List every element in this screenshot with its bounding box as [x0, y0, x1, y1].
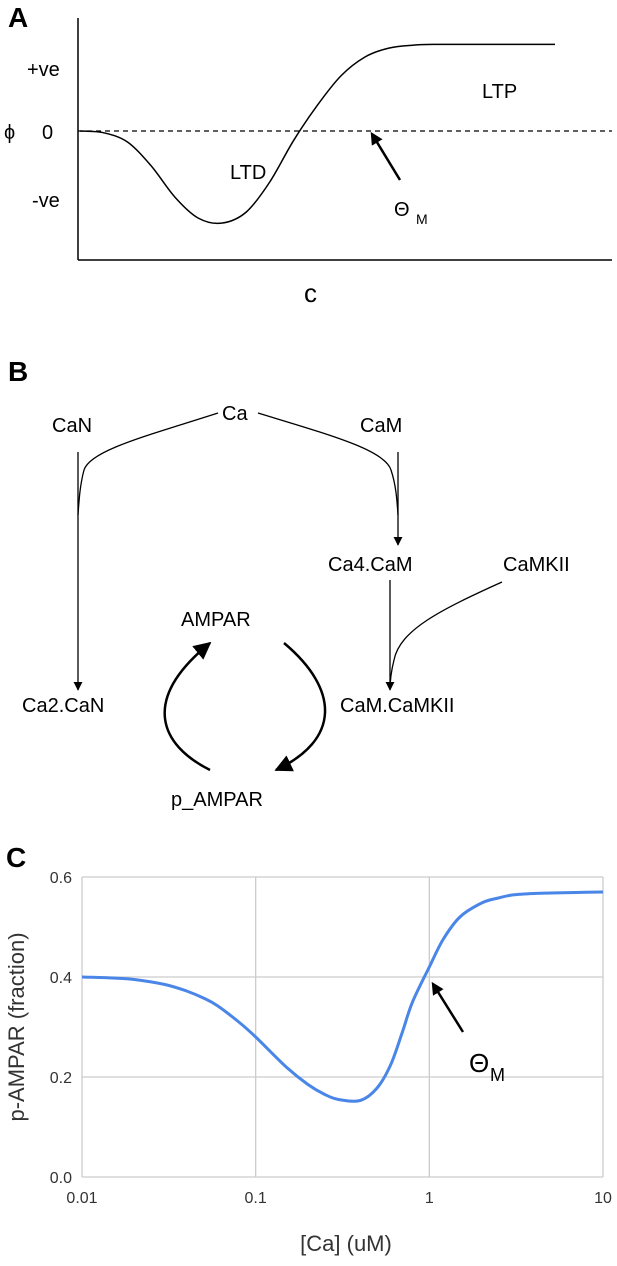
panel-a-ltd-label: LTD: [230, 162, 266, 184]
panel-a-tick-pos: +ve: [27, 59, 60, 81]
panel-a-tick-neg: -ve: [32, 190, 60, 212]
panel-a-letter: A: [8, 2, 28, 33]
node-cam: CaM: [360, 415, 402, 437]
panel-c: C 0.01 0.1 1 10 0.0 0.2 0.4 0.6 [Ca] (uM) p-AMP…: [4, 842, 612, 1256]
panel-a-phi-curve: [79, 43, 555, 225]
panel-a-ltp-label: LTP: [482, 81, 517, 103]
panel-a: A +ve 0 -ve ϕ c LTD LTP Θ M: [4, 2, 612, 308]
node-p-ampar: p_AMPAR: [171, 789, 263, 811]
panel-c-theta-arrow: [431, 981, 465, 1033]
node-ca4cam: Ca4.CaM: [328, 554, 412, 576]
y-tick-label: 0.2: [50, 1070, 72, 1087]
panel-c-xlabel: [Ca] (uM): [300, 1231, 392, 1256]
y-tick-label: 0.6: [50, 870, 72, 887]
panel-c-letter: C: [6, 842, 26, 873]
node-can: CaN: [52, 415, 92, 437]
node-camcamkii: CaM.CaMKII: [340, 695, 454, 717]
edge-camkii-to-camcamkii: [385, 581, 503, 691]
panel-c-theta-symbol: Θ: [469, 1048, 489, 1078]
panel-a-ylabel: ϕ: [4, 122, 15, 144]
node-ca: Ca: [222, 403, 248, 425]
panel-a-theta-sub: M: [416, 211, 428, 227]
panel-a-theta-symbol: Θ: [394, 199, 410, 221]
panel-c-grid: [81, 876, 604, 1178]
y-tick-label: 0.0: [50, 1170, 72, 1187]
panel-c-ylabel: p-AMPAR (fraction): [4, 932, 29, 1121]
edge-ca-to-cam-branch: [257, 412, 399, 516]
node-ca2can: Ca2.CaN: [22, 695, 104, 717]
x-tick-label: 0.01: [66, 1190, 97, 1207]
x-tick-label: 0.1: [245, 1190, 267, 1207]
panel-a-xlabel: c: [304, 278, 317, 308]
edge-p-ampar-to-ampar: [163, 641, 212, 772]
panel-c-theta-sub: M: [490, 1065, 505, 1085]
panel-c-p-ampar-curve: [81, 890, 604, 1103]
x-tick-label: 1: [425, 1190, 434, 1207]
edge-ca-to-can-branch: [77, 412, 219, 516]
node-ampar: AMPAR: [181, 609, 251, 631]
panel-a-tick-zero: 0: [42, 122, 53, 144]
edge-ampar-to-p-ampar: [274, 642, 327, 772]
panel-c-ticks: 0.01 0.1 1 10 0.0 0.2 0.4 0.6: [50, 870, 612, 1207]
y-tick-label: 0.4: [50, 970, 72, 987]
panel-a-theta-arrow: [370, 131, 402, 181]
x-tick-label: 10: [594, 1190, 612, 1207]
node-camkii: CaMKII: [503, 554, 570, 576]
panel-b-letter: B: [8, 356, 28, 387]
panel-b: B Ca CaN CaM Ca4.CaM CaMKII AMPAR Ca2.Ca…: [8, 356, 570, 811]
